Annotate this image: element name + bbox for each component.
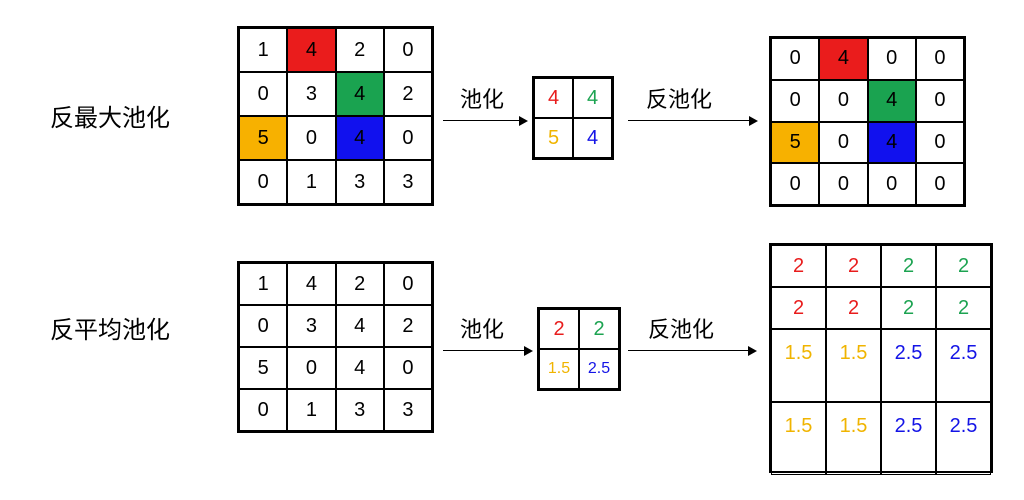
- matrix-cell: 2: [383, 305, 432, 347]
- matrix-cell: 4: [335, 305, 384, 347]
- matrix-cell: 0: [915, 163, 964, 205]
- matrix-cell: 0: [383, 347, 432, 389]
- matrix-cell: 4: [335, 72, 384, 116]
- matrix-cell: 3: [335, 160, 384, 204]
- matrix-cell: 5: [534, 118, 573, 158]
- matrix-cell: 3: [287, 72, 336, 116]
- matrix-cell: 4: [335, 347, 384, 389]
- matrix-cell: 5: [239, 347, 288, 389]
- matrix-cell: 2.5: [936, 329, 991, 402]
- matrix-cell: 4: [335, 116, 384, 160]
- matrix-cell: 1.5: [539, 349, 579, 389]
- matrix-cell: 4: [287, 28, 336, 72]
- matrix-cell: 2: [881, 245, 936, 287]
- matrix-cell: 0: [771, 163, 820, 205]
- matrix-cell: 2: [881, 287, 936, 329]
- matrix-cell: 3: [335, 389, 384, 431]
- matrix-cell: 2: [579, 309, 619, 349]
- matrix-cell: 1: [239, 28, 288, 72]
- matrix-cell: 2: [539, 309, 579, 349]
- matrix-cell: 1.5: [771, 329, 826, 402]
- matrix-cell: 2.5: [881, 329, 936, 402]
- matrix-cell: 5: [771, 121, 820, 164]
- matrix-cell: 3: [383, 160, 432, 204]
- max-unpool-label: 反池化: [646, 88, 713, 113]
- matrix-cell: 2: [771, 287, 826, 329]
- matrix-cell: 1: [239, 263, 288, 305]
- matrix-cell: 2: [826, 245, 881, 287]
- matrix-cell: 0: [771, 79, 820, 122]
- matrix-cell: 1: [287, 389, 336, 431]
- matrix-cell: 1.5: [826, 329, 881, 402]
- matrix-cell: 2: [771, 245, 826, 287]
- matrix-cell: 1: [287, 160, 336, 204]
- matrix-cell: 4: [819, 38, 868, 80]
- matrix-cell: 0: [915, 79, 964, 122]
- matrix-cell: 2.5: [881, 402, 936, 475]
- avg-pool-arrow: [443, 345, 533, 356]
- matrix-cell: 0: [819, 121, 868, 164]
- matrix-cell: 0: [383, 263, 432, 305]
- matrix-cell: 0: [771, 38, 820, 80]
- avg-unpool-arrow: [628, 345, 757, 356]
- max-pool-arrow: [443, 115, 528, 126]
- matrix-cell: 4: [573, 78, 612, 118]
- matrix-cell: 2: [936, 287, 991, 329]
- max-unpool-title: 反最大池化: [50, 104, 170, 132]
- matrix-cell: 0: [867, 38, 916, 80]
- matrix-cell: 3: [383, 389, 432, 431]
- matrix-cell: 1.5: [771, 402, 826, 475]
- max-unpool-arrow: [628, 115, 758, 126]
- avg-unpool-title: 反平均池化: [50, 316, 170, 344]
- matrix-cell: 5: [239, 116, 288, 160]
- matrix-cell: 3: [287, 305, 336, 347]
- avg-unpool-label: 反池化: [648, 318, 715, 343]
- matrix-cell: 0: [239, 160, 288, 204]
- matrix-cell: 0: [867, 163, 916, 205]
- matrix-cell: 2: [936, 245, 991, 287]
- matrix-cell: 2.5: [936, 402, 991, 475]
- matrix-cell: 2: [335, 28, 384, 72]
- matrix-cell: 0: [239, 389, 288, 431]
- matrix-cell: 0: [287, 116, 336, 160]
- matrix-cell: 2: [826, 287, 881, 329]
- avg-pool-label: 池化: [460, 318, 505, 343]
- matrix-cell: 4: [534, 78, 573, 118]
- matrix-cell: 0: [383, 28, 432, 72]
- max-pool-label: 池化: [460, 88, 505, 113]
- matrix-cell: 0: [915, 38, 964, 80]
- matrix-cell: 0: [819, 79, 868, 122]
- matrix-cell: 0: [915, 121, 964, 164]
- matrix-cell: 4: [867, 121, 916, 164]
- matrix-cell: 0: [239, 72, 288, 116]
- matrix-cell: 0: [383, 116, 432, 160]
- matrix-cell: 4: [573, 118, 612, 158]
- matrix-cell: 4: [867, 79, 916, 122]
- matrix-cell: 1.5: [826, 402, 881, 475]
- matrix-cell: 2.5: [579, 349, 619, 389]
- matrix-cell: 0: [287, 347, 336, 389]
- matrix-cell: 0: [239, 305, 288, 347]
- matrix-cell: 2: [383, 72, 432, 116]
- matrix-cell: 4: [287, 263, 336, 305]
- matrix-cell: 0: [819, 163, 868, 205]
- matrix-cell: 2: [335, 263, 384, 305]
